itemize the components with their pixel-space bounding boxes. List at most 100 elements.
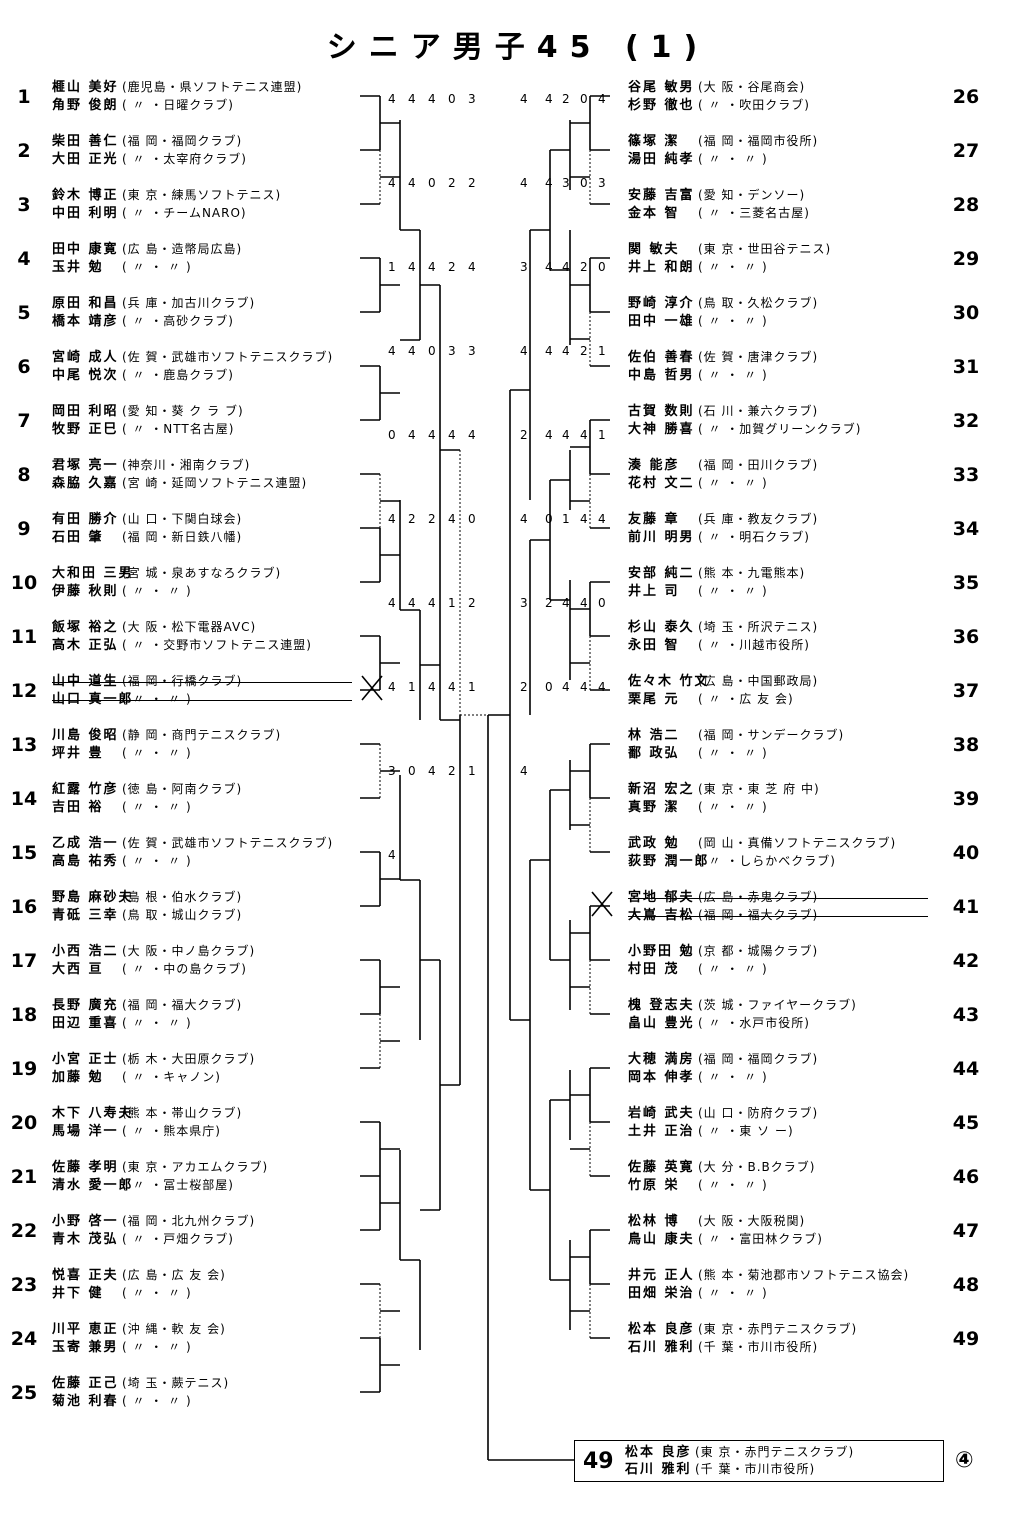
- player-name: 林 浩二: [628, 728, 680, 743]
- player-name: 川平 恵正: [52, 1322, 119, 1337]
- player-row: 小野田 勉(京 都・城陽クラブ): [628, 942, 998, 961]
- player-name: 野崎 淳介: [628, 296, 695, 311]
- match-score: 4: [408, 596, 416, 610]
- match-score: 2: [545, 596, 553, 610]
- player-affiliation: (山 口・防府クラブ): [698, 1106, 819, 1120]
- player-row: 花村 文二( 〃 ・ 〃 ): [628, 474, 998, 493]
- player-row: 高島 祐秀( 〃 ・ 〃 ): [52, 852, 422, 871]
- match-score: 2: [448, 176, 456, 190]
- player-row: 川平 恵正(沖 縄・軟 友 会): [52, 1320, 422, 1339]
- player-name: 石川 雅利: [628, 1340, 695, 1355]
- match-score: 4: [562, 260, 570, 274]
- player-affiliation: ( 〃 ・ 〃 ): [698, 368, 768, 382]
- player-name: 乙成 浩一: [52, 836, 119, 851]
- player-name: 榧山 美好: [52, 80, 119, 95]
- match-score: 0: [598, 260, 606, 274]
- player-name: 松本 良彦: [628, 1322, 695, 1337]
- player-affiliation: (福 岡・行橋クラブ): [122, 674, 243, 688]
- player-name: 岩崎 武夫: [628, 1106, 695, 1121]
- player-name: 武政 勉: [628, 836, 680, 851]
- match-score: 4: [408, 176, 416, 190]
- player-name: 吉田 裕: [52, 800, 104, 815]
- player-affiliation: (佐 賀・唐津クラブ): [698, 350, 819, 364]
- player-row: 中田 利明( 〃 ・チームNARO): [52, 204, 422, 223]
- match-score: 4: [448, 428, 456, 442]
- player-row: 湯田 純孝( 〃 ・ 〃 ): [628, 150, 998, 169]
- player-row: 井元 正人(熊 本・菊池郡市ソフトテニス協会): [628, 1266, 998, 1285]
- match-score: 4: [545, 260, 553, 274]
- player-row: 畠山 豊光( 〃 ・水戸市役所): [628, 1014, 998, 1033]
- match-score: 4: [388, 512, 396, 526]
- player-affiliation: (福 岡・福岡クラブ): [122, 134, 243, 148]
- player-name: 鈴木 博正: [52, 188, 119, 203]
- player-affiliation: ( 〃 ・ 〃 ): [698, 260, 768, 274]
- match-score: 4: [448, 512, 456, 526]
- match-score: 2: [448, 260, 456, 274]
- player-row: 青砥 三幸(鳥 取・城山クラブ): [52, 906, 422, 925]
- player-row: 岡本 伸孝( 〃 ・ 〃 ): [628, 1068, 998, 1087]
- match-score: 4: [520, 764, 528, 778]
- seed-number: 32: [952, 410, 980, 432]
- player-affiliation: (福 岡・田川クラブ): [698, 458, 819, 472]
- match-score: 4: [428, 596, 436, 610]
- player-row: 角野 俊朗( 〃 ・日曜クラブ): [52, 96, 422, 115]
- continuation-mark: ④: [955, 1448, 974, 1473]
- player-name: 佐藤 正己: [52, 1376, 119, 1391]
- player-row: 前川 明男( 〃 ・明石クラブ): [628, 528, 998, 547]
- player-name: 大和田 三男: [52, 566, 134, 581]
- player-name: 畠山 豊光: [628, 1016, 695, 1031]
- player-affiliation: (福 岡・サンデークラブ): [698, 728, 845, 742]
- player-name: 原田 和昌: [52, 296, 119, 311]
- player-row: 竹原 栄( 〃 ・ 〃 ): [628, 1176, 998, 1195]
- seed-number: 42: [952, 950, 980, 972]
- player-row: 木下 八寿夫(熊 本・帯山クラブ): [52, 1104, 422, 1123]
- match-score: 1: [562, 512, 570, 526]
- player-row: 高木 正弘( 〃 ・交野市ソフトテニス連盟): [52, 636, 422, 655]
- player-name: 岡本 伸孝: [628, 1070, 695, 1085]
- player-name: 栗尾 元: [628, 692, 680, 707]
- player-affiliation: ( 〃 ・東 ソ ー): [698, 1124, 794, 1138]
- player-name: 新沼 宏之: [628, 782, 695, 797]
- match-score: 4: [580, 596, 588, 610]
- player-affiliation: ( 〃 ・キャノン): [122, 1070, 221, 1084]
- player-name: 牧野 正巳: [52, 422, 119, 437]
- seed-number: 29: [952, 248, 980, 270]
- player-row: 松本 良彦(東 京・赤門テニスクラブ): [628, 1320, 998, 1339]
- player-affiliation: ( 〃 ・ 〃 ): [122, 260, 192, 274]
- match-score: 4: [598, 680, 606, 694]
- player-row: 小野 啓一(福 岡・北九州クラブ): [52, 1212, 422, 1231]
- match-score: 1: [598, 428, 606, 442]
- player-row: 小宮 正士(栃 木・大田原クラブ): [52, 1050, 422, 1069]
- player-name: 安部 純二: [628, 566, 695, 581]
- player-row: 玉寄 兼男( 〃 ・ 〃 ): [52, 1338, 422, 1357]
- player-row: 菊池 利春( 〃 ・ 〃 ): [52, 1392, 422, 1411]
- player-affiliation: ( 〃 ・ 〃 ): [122, 746, 192, 760]
- player-name: 有田 勝介: [52, 512, 119, 527]
- seed-number: 12: [10, 680, 38, 702]
- player-row: 安藤 吉富(愛 知・デンソー): [628, 186, 998, 205]
- seed-number: 38: [952, 734, 980, 756]
- player-name: 長野 廣充: [52, 998, 119, 1013]
- match-score: 4: [520, 92, 528, 106]
- player-affiliation: ( 〃 ・ 〃 ): [698, 1286, 768, 1300]
- match-score: 1: [448, 596, 456, 610]
- player-row: 荻野 潤一郎( 〃 ・しらかべクラブ): [628, 852, 998, 871]
- player-affiliation: ( 〃 ・ 〃 ): [122, 1016, 192, 1030]
- final-seed: 49: [583, 1449, 614, 1474]
- player-affiliation: ( 〃 ・冨士桜部屋): [122, 1178, 234, 1192]
- player-affiliation: ( 〃 ・明石クラブ): [698, 530, 810, 544]
- player-affiliation: ( 〃 ・太宰府クラブ): [122, 152, 247, 166]
- player-affiliation: ( 〃 ・ 〃 ): [698, 584, 768, 598]
- match-score: 4: [468, 260, 476, 274]
- player-affiliation: ( 〃 ・広 友 会): [698, 692, 794, 706]
- seed-number: 40: [952, 842, 980, 864]
- withdrawn-strike: [628, 898, 928, 899]
- player-affiliation: (大 阪・谷尾商会): [698, 80, 806, 94]
- player-affiliation: ( 〃 ・ 〃 ): [122, 800, 192, 814]
- player-row: 佐藤 孝明(東 京・アカエムクラブ): [52, 1158, 422, 1177]
- player-row: 飯塚 裕之(大 阪・松下電器AVC): [52, 618, 422, 637]
- match-score: 3: [520, 596, 528, 610]
- player-affiliation: (茨 城・ファイヤークラブ): [698, 998, 857, 1012]
- seed-number: 35: [952, 572, 980, 594]
- player-affiliation: (東 京・アカエムクラブ): [122, 1160, 269, 1174]
